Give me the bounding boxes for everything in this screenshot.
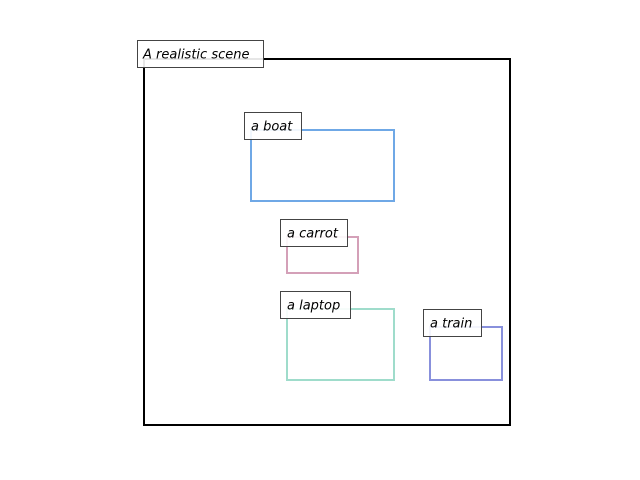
laptop-label: a laptop [280,291,351,319]
train-label: a train [423,309,482,337]
train-label-text: a train [430,317,472,332]
scene-title-label: A realistic scene [137,40,264,68]
laptop-box [286,308,395,381]
carrot-label: a carrot [280,219,348,247]
boat-label-text: a boat [251,120,293,135]
carrot-label-text: a carrot [287,227,339,242]
scene-title-text: A realistic scene [142,48,249,63]
scene-frame [143,58,511,426]
laptop-label-text: a laptop [287,299,340,314]
boat-label: a boat [244,112,302,140]
boat-box [250,129,395,202]
